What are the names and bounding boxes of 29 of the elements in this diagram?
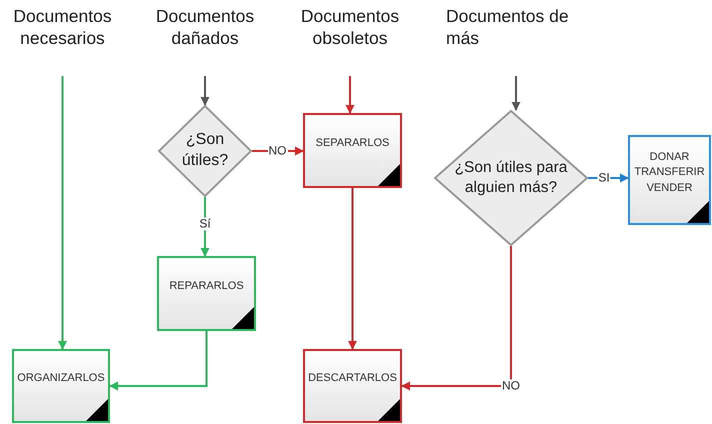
process-text: DONAR TRANSFERIR VENDER [633, 150, 706, 196]
category-heading: Documentos de más [446, 6, 586, 64]
process-text: SEPARARLOS [316, 136, 390, 151]
arrow [401, 246, 512, 390]
decision-question: ¿Son útiles para alguien más? [454, 158, 568, 198]
arrow [512, 76, 520, 111]
process-box [303, 349, 402, 423]
process-box [12, 349, 110, 423]
arrow [200, 197, 210, 257]
category-heading: Documentos obsoletos [290, 6, 410, 64]
arrow [109, 331, 208, 390]
process-text: ORGANIZARLOS [17, 371, 105, 386]
process-text: DESCARTARLOS [308, 371, 397, 386]
edge-label: NO [268, 144, 288, 158]
process-box [303, 113, 402, 188]
category-heading: Documentos necesarios [0, 6, 125, 64]
arrow [348, 188, 357, 350]
arrow [58, 76, 67, 350]
process-box [157, 256, 256, 331]
process-box [628, 135, 711, 225]
arrow [588, 174, 629, 182]
edge-label: NO [501, 379, 521, 393]
category-heading: Documentos dañados [145, 6, 265, 64]
edge-label: SI [597, 171, 611, 185]
decision-question: ¿Son útiles? [180, 130, 230, 171]
arrow [200, 76, 210, 106]
arrow [346, 76, 354, 114]
edge-label: Sí [198, 216, 212, 230]
process-text: REPARARLOS [169, 278, 244, 294]
